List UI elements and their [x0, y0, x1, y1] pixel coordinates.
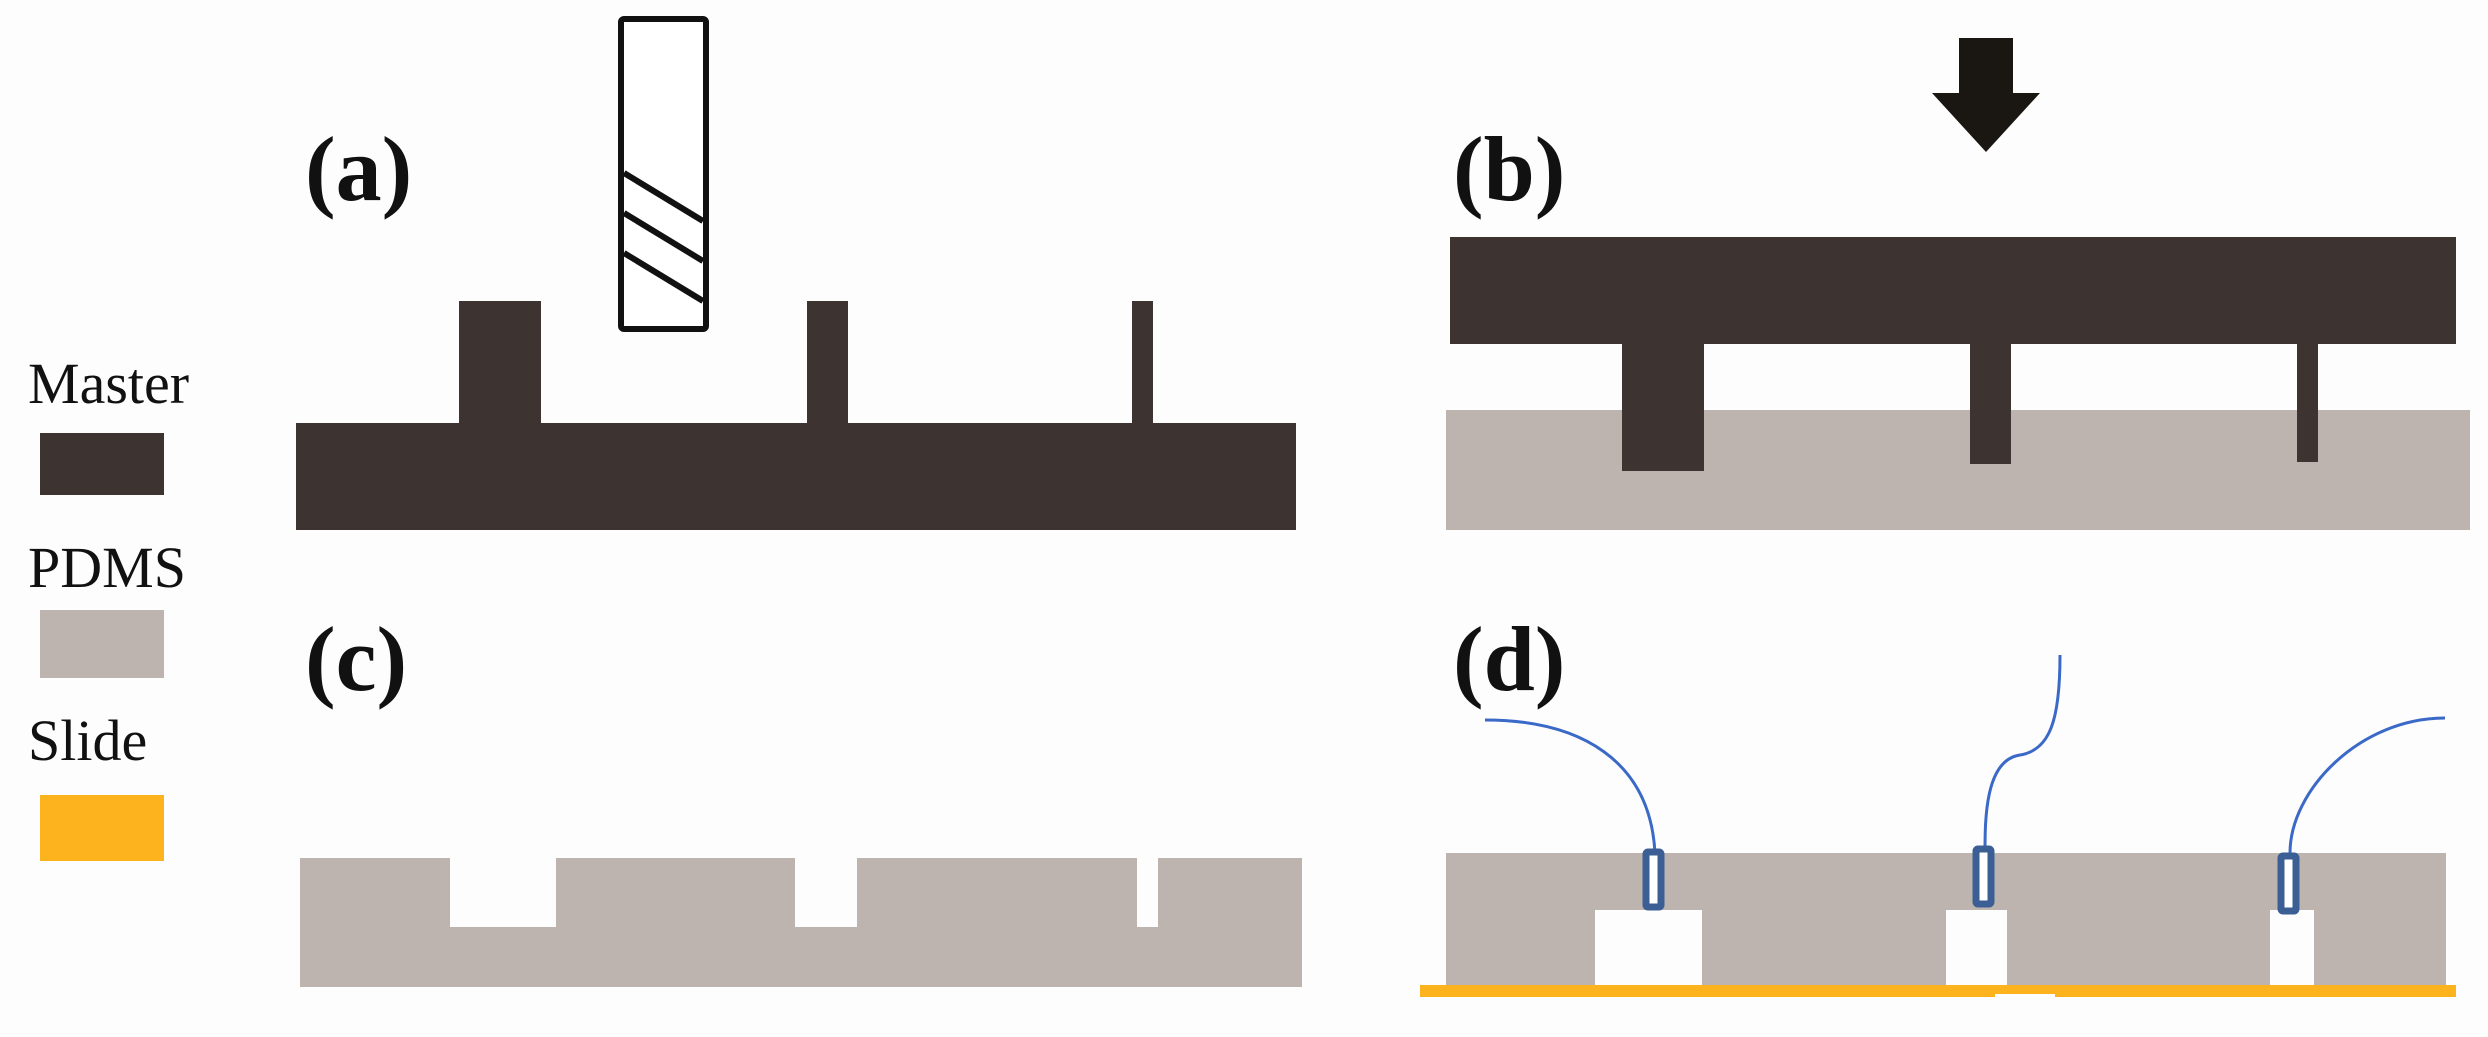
- legend-master-swatch: [40, 433, 164, 495]
- panel-a-label: (a): [305, 118, 412, 220]
- milling-tool-icon: [618, 16, 709, 332]
- panel-b: (b): [1446, 38, 2470, 530]
- press-down-arrow-icon: [1932, 38, 2040, 152]
- panel-c-label: (c): [305, 608, 407, 710]
- slide-gap: [1995, 994, 2055, 1000]
- tubing-line: [1983, 654, 2062, 854]
- legend-master-label: Master: [28, 351, 189, 416]
- legend-slide-label: Slide: [28, 708, 147, 773]
- panel-d-label: (d): [1453, 608, 1565, 710]
- master-inverted-base: [1450, 237, 2456, 344]
- panel-d: (d): [1420, 608, 2456, 1000]
- inlet-tube-icon: [1972, 845, 1995, 908]
- inlet-tube-icon: [2277, 852, 2300, 915]
- legend-slide-swatch: [40, 795, 164, 861]
- tubing-line: [2288, 716, 2446, 854]
- legend: Master PDMS Slide: [28, 351, 189, 861]
- panel-b-label: (b): [1453, 118, 1565, 220]
- master-inverted-post-wide: [1622, 342, 1704, 471]
- legend-pdms-swatch: [40, 610, 164, 678]
- panel-c: (c): [300, 608, 1302, 987]
- glass-slide: [1420, 985, 2456, 997]
- legend-pdms-label: PDMS: [28, 535, 186, 600]
- pdms-bonded-layer: [1446, 853, 2446, 985]
- master-post-wide: [459, 301, 541, 425]
- tubing-line: [1484, 718, 1657, 854]
- master-base: [296, 423, 1296, 530]
- master-inverted-post-medium: [1970, 342, 2011, 464]
- master-post-narrow: [1132, 301, 1153, 425]
- master-inverted-post-narrow: [2297, 342, 2318, 462]
- pdms-molded-layer: [300, 858, 1302, 987]
- master-post-medium: [807, 301, 848, 425]
- panel-a: (a): [296, 16, 1296, 530]
- inlet-tube-icon: [1642, 848, 1665, 911]
